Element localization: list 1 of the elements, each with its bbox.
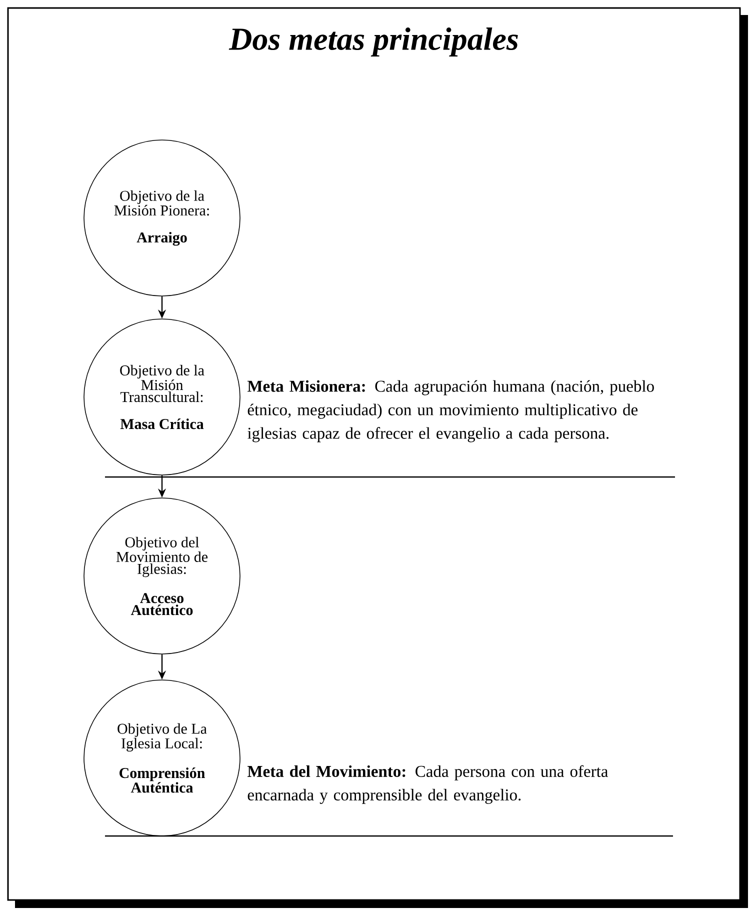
title: Dos metas principales <box>228 28 518 56</box>
